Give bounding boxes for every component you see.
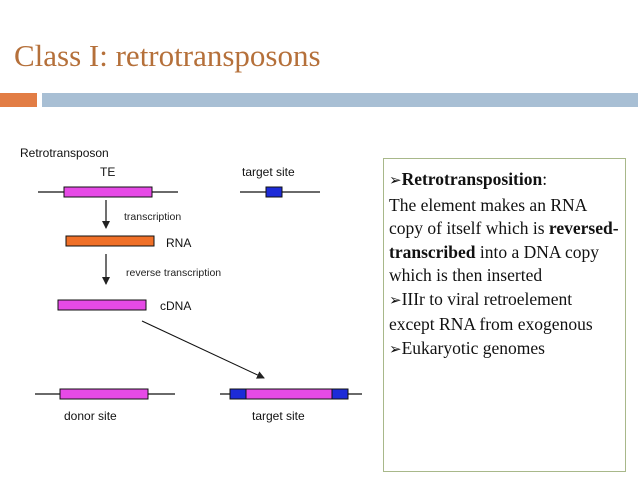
inserted-element xyxy=(245,388,333,400)
donor-site-label: donor site xyxy=(64,409,117,423)
diagram-heading: Retrotransposon xyxy=(20,146,109,160)
te-label: TE xyxy=(100,165,115,179)
retrotransposition-diagram: Retrotransposon TE target site transcrip… xyxy=(20,146,362,423)
target-site-label-top: target site xyxy=(242,165,295,179)
insertion-arrow xyxy=(141,320,265,379)
cdna-label: cDNA xyxy=(160,299,191,313)
title-accent-bar xyxy=(0,93,37,107)
target-site-label-bottom: target site xyxy=(252,409,305,423)
bullet-retrotransposition: ➢Retrotransposition:The element makes an… xyxy=(389,169,619,286)
bullet-eukaryotic-genomes: ➢Eukaryotic genomes xyxy=(389,337,545,358)
arrow-bullet-icon: ➢ xyxy=(389,292,402,309)
rna-label: RNA xyxy=(166,236,191,250)
donor-element xyxy=(59,388,149,400)
reverse-transcription-step: reverse transcription xyxy=(126,267,221,279)
arrow-bullet-icon: ➢ xyxy=(389,341,402,358)
retrotransposition-text-a: The element makes an RNA copy of itself … xyxy=(389,194,587,239)
retrotransposition-term: Retrotransposition xyxy=(401,169,543,189)
cdna-bar xyxy=(57,299,147,311)
target-duplication-right xyxy=(331,388,349,400)
title-divider-bar xyxy=(42,93,638,107)
reversed-transcribed-term: reversed-transcribed xyxy=(389,218,619,262)
description-textbox: ➢Retrotransposition:The element makes an… xyxy=(383,158,626,472)
bullet-viral-retroelement: ➢IIIr to viral retroelement except RNA f… xyxy=(389,288,593,335)
retrotransposition-text-b: into a DNA copy which is then inserted xyxy=(389,241,599,286)
target-duplication-left xyxy=(229,388,247,400)
slide-title: Class I: retrotransposons xyxy=(14,38,321,73)
te-element xyxy=(63,186,153,198)
target-site-block xyxy=(265,186,283,198)
arrow-bullet-icon: ➢ xyxy=(389,173,402,189)
rna-bar xyxy=(65,235,155,247)
transcription-step: transcription xyxy=(124,211,181,223)
